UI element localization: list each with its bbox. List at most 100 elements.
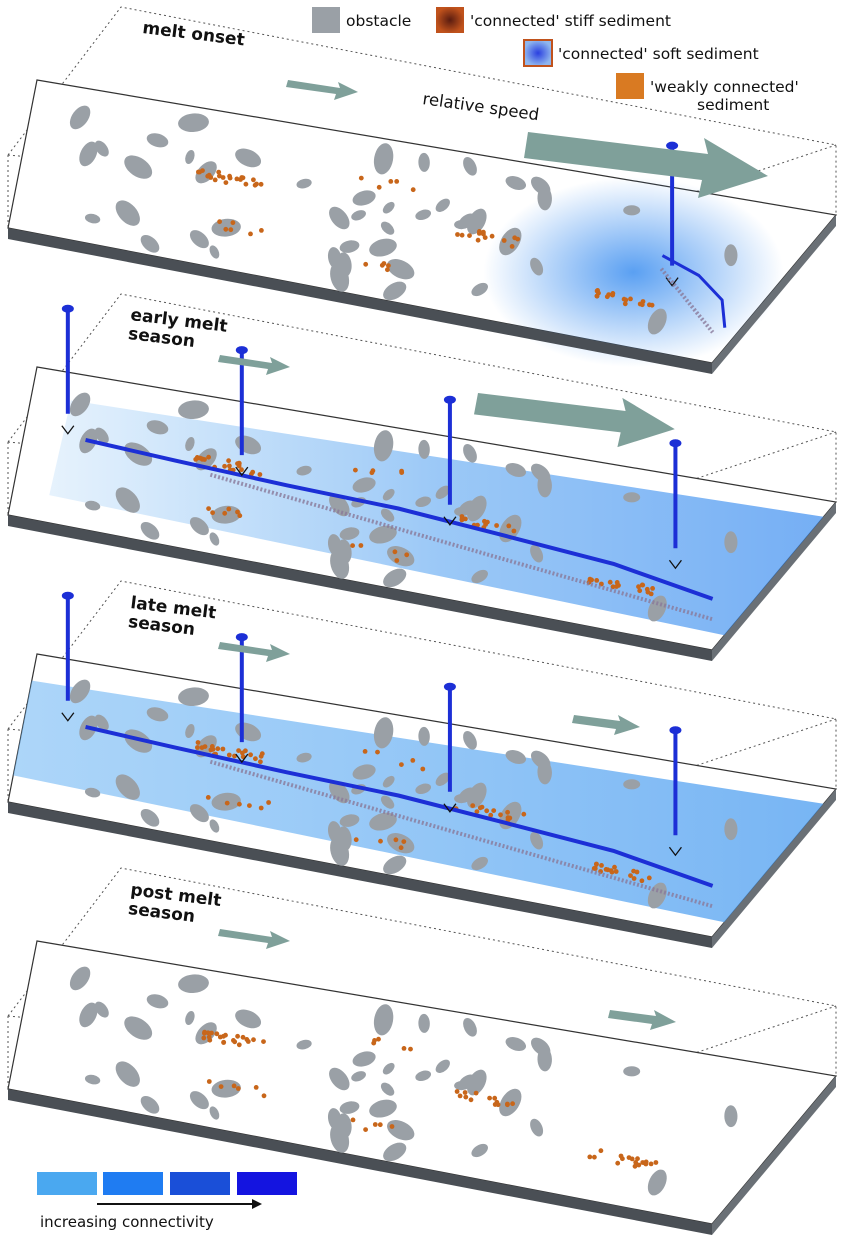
- sediment-grain: [454, 1089, 460, 1094]
- obstacle: [339, 527, 360, 540]
- sediment-grain: [510, 1101, 515, 1107]
- obstacle: [463, 1018, 477, 1037]
- obstacle: [418, 152, 430, 172]
- obstacle: [351, 210, 366, 221]
- moulin-inlet: [61, 591, 74, 600]
- sediment-grain: [209, 744, 215, 749]
- sediment-grain: [463, 1094, 469, 1100]
- sediment-grain: [399, 762, 404, 767]
- obstacle: [418, 1013, 430, 1033]
- sediment-grain: [455, 232, 460, 237]
- sediment-grain: [228, 227, 234, 233]
- sediment-grain: [628, 873, 633, 878]
- obstacle: [623, 205, 641, 216]
- obstacle: [383, 855, 407, 875]
- sediment-grain: [521, 811, 527, 817]
- soft-sediment-band: [659, 267, 715, 334]
- sediment-grain: [457, 1093, 463, 1099]
- obstacle: [329, 1067, 350, 1091]
- legend-soft-label: 'connected' soft sediment: [558, 45, 759, 63]
- flow-direction-arrow: [668, 846, 682, 857]
- obstacle: [140, 1095, 160, 1114]
- sediment-grain: [227, 463, 232, 469]
- sediment-grain: [650, 586, 655, 591]
- moulin-inlet: [669, 439, 682, 448]
- sediment-grain: [459, 232, 465, 238]
- ice-box-outline: [7, 6, 837, 228]
- sediment-grain: [595, 288, 600, 293]
- sediment-grain: [237, 513, 243, 519]
- sediment-grain: [230, 220, 236, 226]
- flow-direction-arrow: [443, 516, 457, 526]
- sediment-grain: [247, 803, 252, 808]
- obstacle: [180, 402, 197, 412]
- sediment-grain: [214, 1031, 220, 1037]
- flow-direction-arrow: [443, 803, 457, 813]
- sediment-grain: [381, 261, 387, 266]
- obstacle: [69, 105, 91, 130]
- sediment-grain: [245, 1039, 251, 1044]
- sediment-grain: [377, 1122, 383, 1128]
- obstacle: [330, 1123, 350, 1153]
- obstacle: [467, 208, 487, 235]
- obstacle: [415, 496, 432, 508]
- scale-swatch-3: [170, 1172, 230, 1195]
- sediment-grain: [376, 184, 382, 190]
- obstacle: [505, 462, 527, 478]
- obstacle: [383, 568, 407, 588]
- obstacle: [209, 532, 220, 546]
- sediment-grain: [206, 1079, 212, 1084]
- obstacle: [454, 506, 470, 517]
- obstacle: [415, 783, 432, 795]
- sediment-grain: [604, 294, 610, 300]
- moulin-inlet: [666, 141, 679, 150]
- obstacle: [467, 1069, 487, 1096]
- sediment-grain: [251, 1037, 256, 1043]
- obstacle: [352, 764, 376, 780]
- sediment-grain: [386, 263, 391, 268]
- obstacle: [537, 186, 552, 211]
- obstacle: [724, 1105, 738, 1128]
- sediment-grain: [505, 809, 510, 815]
- sediment-grain: [394, 558, 400, 563]
- obstacle: [339, 814, 360, 827]
- obstacle: [383, 281, 407, 301]
- obstacle: [415, 1070, 432, 1082]
- sediment-grain: [631, 876, 637, 881]
- obstacle: [382, 1062, 395, 1075]
- sediment-grain: [220, 175, 226, 180]
- bed-edge-side: [712, 1076, 836, 1235]
- sediment-grain: [475, 522, 480, 528]
- sediment-grain: [226, 506, 232, 512]
- obstacle: [94, 427, 109, 444]
- sediment-grain: [253, 1085, 259, 1090]
- obstacle: [185, 723, 195, 739]
- obstacle: [124, 1016, 153, 1040]
- sediment-grain: [468, 1097, 474, 1103]
- obstacle: [69, 392, 91, 417]
- obstacle: [296, 1039, 312, 1050]
- obstacle: [330, 549, 350, 579]
- sediment-grain: [488, 812, 494, 818]
- sediment-grain: [217, 219, 223, 225]
- moulin-inlet: [669, 726, 682, 735]
- sediment-grain: [594, 578, 600, 583]
- sediment-grain: [599, 863, 604, 868]
- sediment-grain: [613, 869, 619, 874]
- sediment-grain: [240, 175, 246, 181]
- obstacle: [189, 1091, 209, 1110]
- legend-soft-swatch: [523, 39, 553, 67]
- sediment-grain: [615, 1160, 621, 1166]
- ice-flow-arrow: [218, 929, 290, 949]
- obstacle: [537, 760, 552, 785]
- obstacle: [623, 1066, 641, 1077]
- sediment-grain: [210, 510, 216, 516]
- sediment-grain: [644, 586, 650, 592]
- sediment-grain: [388, 179, 394, 184]
- sediment-grain: [591, 866, 597, 871]
- obstacle: [380, 1082, 395, 1096]
- sediment-grain: [494, 523, 499, 528]
- sediment-grain: [376, 1036, 381, 1042]
- sediment-grain: [494, 1099, 500, 1105]
- sediment-grain: [512, 235, 518, 241]
